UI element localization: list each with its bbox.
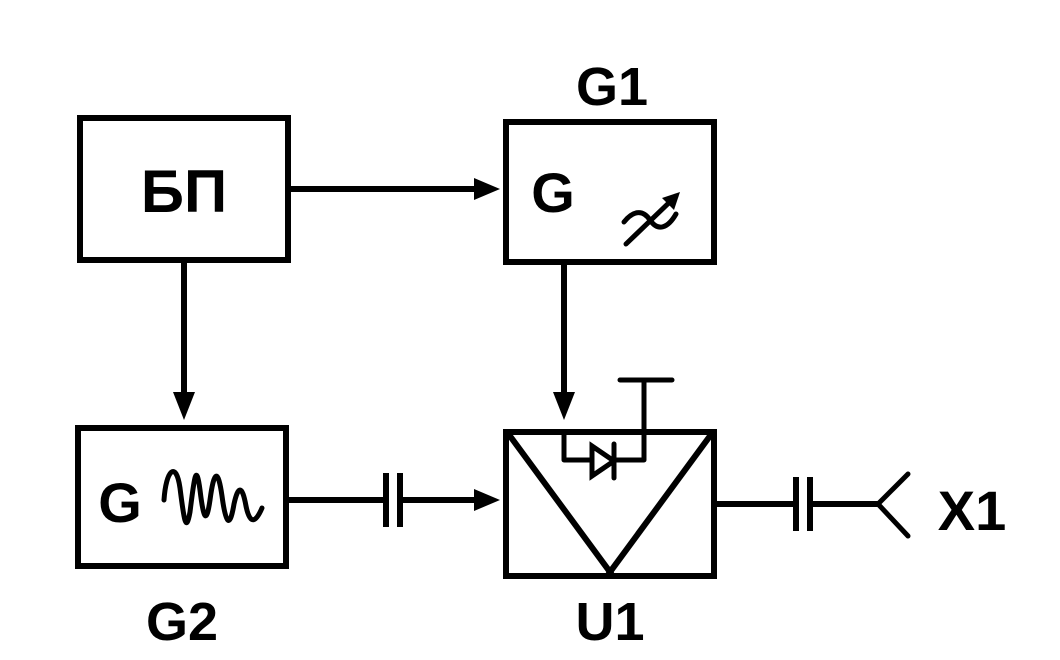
u1-diagonal-left: [505, 431, 615, 577]
u1-box: [503, 429, 717, 579]
wire-u1-to-output: X1: [711, 471, 1007, 542]
wire-g1-to-u1: [553, 259, 575, 420]
g1-label: G1: [576, 57, 648, 117]
noise-waveform-icon: [161, 469, 265, 526]
wire-g2-to-u1: [283, 473, 500, 527]
output-capacitor-icon: [793, 477, 813, 531]
g1-inner-label: G: [531, 161, 575, 224]
u1-diagonal-right: [605, 431, 715, 577]
u1-label: U1: [575, 592, 644, 652]
g2-inner-label: G: [98, 471, 142, 534]
diode-icon: [561, 377, 675, 481]
generator-g2-block: G G2: [75, 425, 289, 652]
tunable-symbol-icon: [621, 192, 680, 247]
g2-label: G2: [146, 592, 218, 652]
power-supply-box: [77, 115, 291, 263]
capacitor-icon: [383, 473, 403, 527]
wire-psu-to-g2: [173, 257, 195, 420]
output-label: X1: [938, 479, 1007, 542]
mixer-u1-block: U1: [503, 377, 717, 652]
generator-g1-block: G1 G: [503, 57, 717, 265]
g1-box: [503, 119, 717, 265]
antenna-icon: [875, 471, 911, 539]
wire-psu-to-g1: [285, 178, 500, 200]
power-supply-label: БП: [141, 158, 227, 225]
power-supply-block: БП: [77, 115, 291, 263]
